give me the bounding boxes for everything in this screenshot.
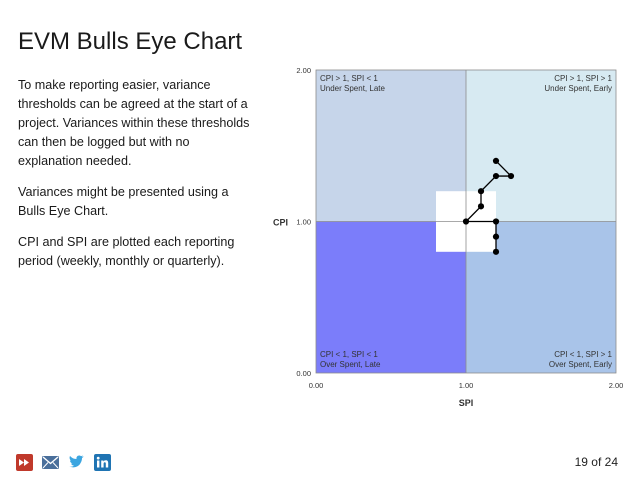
y-tick-label: 0.00 — [296, 369, 311, 378]
x-axis-label: SPI — [459, 398, 474, 408]
y-tick-label: 1.00 — [296, 218, 311, 227]
twitter-icon[interactable] — [68, 454, 85, 471]
data-point — [492, 248, 500, 255]
quadrant-label: Under Spent, Late — [320, 84, 385, 93]
quadrant-label: Over Spent, Early — [549, 360, 612, 369]
data-point — [492, 157, 500, 164]
quadrant-label: CPI < 1, SPI > 1 — [554, 350, 612, 359]
x-tick-label: 2.00 — [609, 381, 624, 390]
slideshow-icon[interactable] — [16, 454, 33, 471]
data-point — [507, 172, 515, 180]
y-axis-label: CPI — [273, 218, 288, 228]
quadrant-label: Over Spent, Late — [320, 360, 381, 369]
slide-title: EVM Bulls Eye Chart — [18, 28, 243, 55]
paragraph-reporting: CPI and SPI are plotted each reporting p… — [18, 235, 235, 268]
data-point — [462, 218, 470, 225]
paragraph-bulls-eye: Variances might be presented using a Bul… — [18, 185, 229, 218]
x-tick-label: 0.00 — [309, 381, 324, 390]
data-point — [492, 172, 500, 180]
linkedin-icon[interactable] — [94, 454, 111, 471]
x-tick-label: 1.00 — [459, 381, 474, 390]
quadrant-label: CPI > 1, SPI < 1 — [320, 74, 378, 83]
data-point — [477, 203, 485, 210]
body-text: To make reporting easier, variance thres… — [18, 76, 250, 283]
data-point — [492, 218, 500, 225]
quadrant-label: CPI < 1, SPI < 1 — [320, 350, 378, 359]
mail-icon[interactable] — [42, 454, 59, 471]
data-point — [492, 233, 500, 240]
quadrant-label: Under Spent, Early — [544, 84, 612, 93]
y-tick-label: 2.00 — [296, 66, 311, 75]
social-links — [16, 454, 111, 471]
quadrant-label: CPI > 1, SPI > 1 — [554, 74, 612, 83]
page-number: 19 of 24 — [574, 455, 618, 469]
data-point — [477, 188, 485, 195]
paragraph-thresholds: To make reporting easier, variance thres… — [18, 78, 250, 168]
